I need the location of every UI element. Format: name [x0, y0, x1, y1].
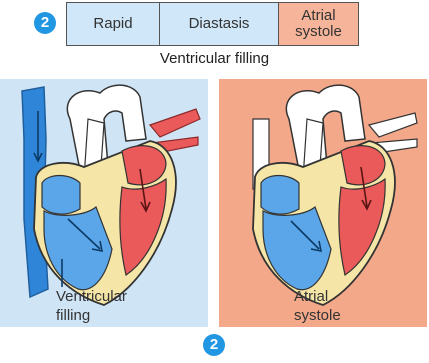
ventricular-filling-label: Ventricular filling	[56, 287, 127, 325]
filling-phase-table: Rapid Diastasis Atrial systole	[66, 2, 359, 46]
phase-rapid: Rapid	[67, 3, 160, 45]
label-line: systole	[294, 306, 341, 325]
label-line: Ventricular	[56, 287, 127, 306]
right-atrium	[261, 176, 299, 215]
ventricular-filling-caption: Ventricular filling	[0, 50, 429, 67]
phase-atrial-systole: Atrial systole	[279, 3, 358, 45]
right-atrium	[42, 176, 80, 215]
pulmonary-vein	[150, 109, 200, 137]
phase-diastasis: Diastasis	[160, 3, 279, 45]
step-number-badge: 2	[203, 334, 225, 356]
label-line: Atrial	[294, 287, 341, 306]
pulmonary-vein	[369, 113, 417, 137]
atrial-systole-label: Atrial systole	[294, 287, 341, 325]
label-line: filling	[56, 306, 127, 325]
step-number-badge: 2	[34, 12, 56, 34]
